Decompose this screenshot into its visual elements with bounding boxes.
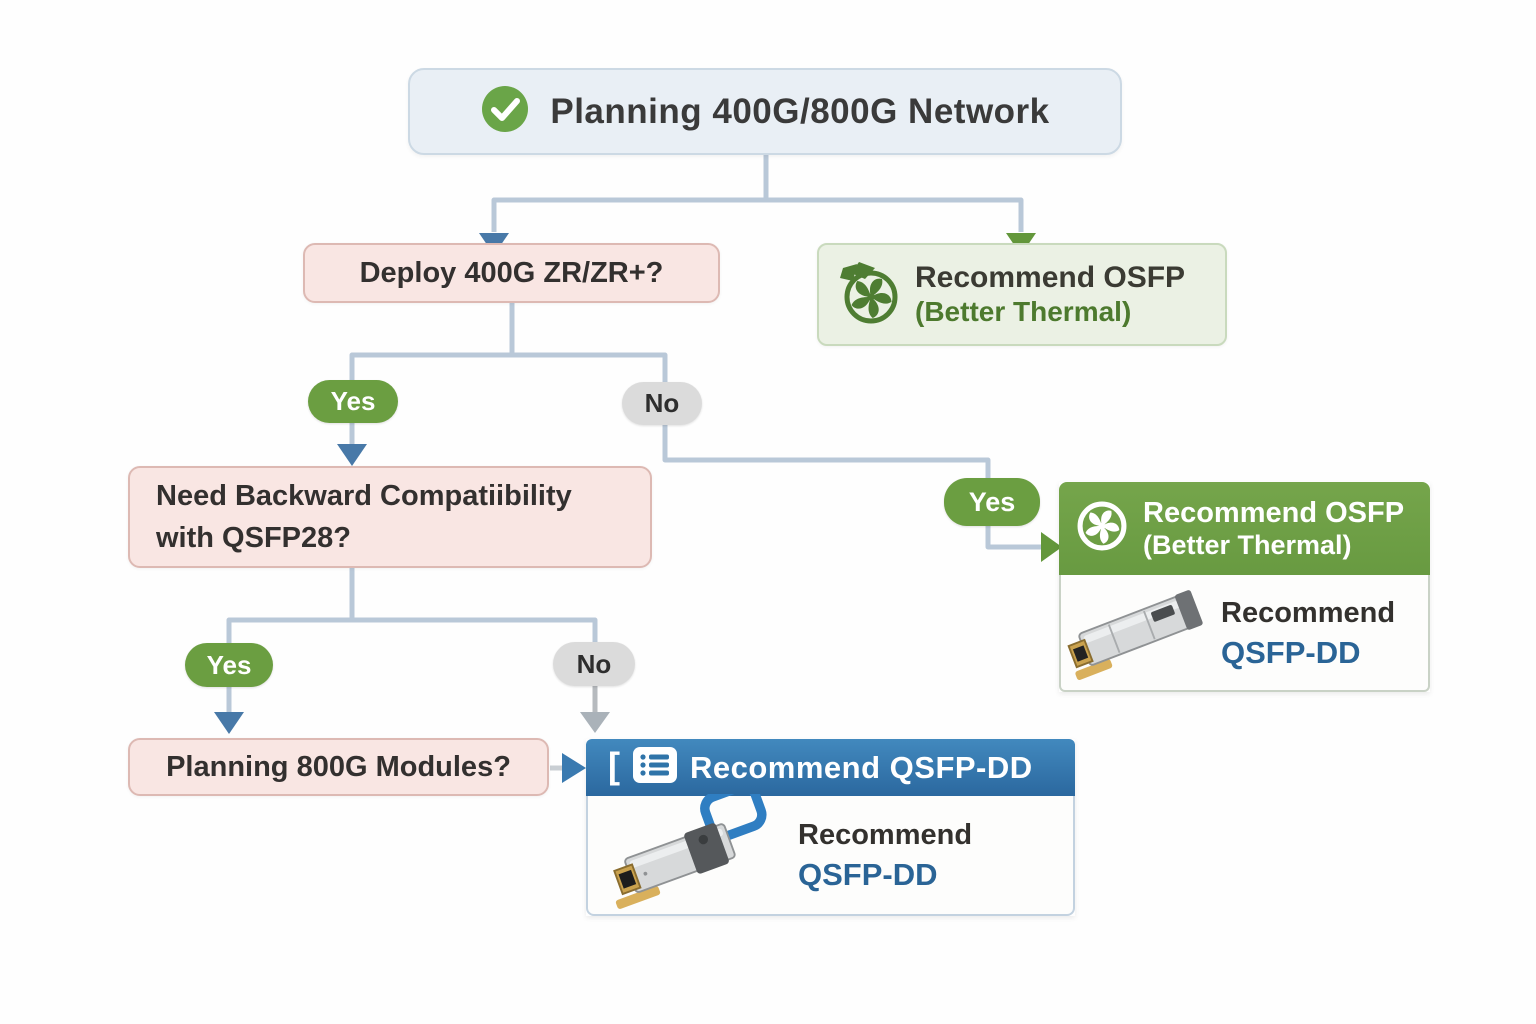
start-node-label: Planning 400G/800G Network [550, 91, 1050, 131]
branch-yes-pill: Yes [944, 478, 1040, 526]
product-name: QSFP-DD [798, 857, 938, 892]
connector-line [491, 197, 1024, 232]
result-card-osfp-body: Recommend QSFP-DD [1059, 575, 1430, 692]
branch-yes-pill: Yes [185, 643, 273, 687]
branch-yes-pill: Yes [308, 380, 398, 423]
question-deploy-zr: Deploy 400G ZR/ZR+? [303, 243, 720, 303]
fan-icon [1075, 499, 1129, 558]
question-backward-compatibility-label: Need Backward Compatiibility with QSFP28… [156, 480, 572, 554]
result-card-osfp: Recommend OSFP (Better Thermal) [1059, 482, 1430, 692]
result-card-qsfpdd-body: Recommend QSFP-DD [586, 781, 1075, 917]
result-card-osfp-title: Recommend OSFP [1143, 496, 1405, 529]
list-icon [632, 746, 678, 789]
question-800g-modules-label: Planning 800G Modules? [166, 750, 511, 783]
result-card-osfp-header: Recommend OSFP (Better Thermal) [1059, 482, 1430, 575]
connector-line [349, 352, 668, 392]
result-osfp-note-title: Recommend OSFP [915, 260, 1186, 294]
recommend-label: Recommend [798, 819, 973, 851]
check-circle-icon [480, 84, 530, 139]
start-node: Planning 400G/800G Network [408, 68, 1122, 155]
branch-no-pill: No [553, 642, 635, 686]
arrow-down-icon [337, 444, 367, 466]
connector-line [226, 617, 598, 652]
result-card-qsfpdd-header: [ Recommend QSFP-DD [586, 739, 1075, 796]
fan-ribbon-icon [837, 259, 901, 330]
question-800g-modules: Planning 800G Modules? [128, 738, 549, 796]
connector-line [662, 420, 1041, 550]
result-osfp-note: Recommend OSFP (Better Thermal) [817, 243, 1227, 346]
result-card-osfp-subtitle: (Better Thermal) [1143, 529, 1352, 560]
arrow-down-icon [580, 712, 610, 733]
branch-no-pill: No [622, 382, 702, 425]
arrow-right-icon [1041, 532, 1062, 562]
result-osfp-note-subtitle: (Better Thermal) [915, 295, 1132, 327]
question-backward-compatibility: Need Backward Compatiibility with QSFP28… [128, 466, 652, 568]
product-name: QSFP-DD [1221, 634, 1361, 670]
question-deploy-zr-label: Deploy 400G ZR/ZR+? [359, 256, 664, 289]
result-card-qsfpdd-title: Recommend QSFP-DD [690, 749, 1033, 785]
result-card-qsfpdd: [ Recommend QSFP-DD [586, 739, 1075, 916]
qsfp-dd-module-blue-tab-image [588, 781, 798, 917]
recommend-label: Recommend [1221, 596, 1396, 629]
qsfp-dd-module-image [1061, 574, 1221, 691]
arrow-down-icon [214, 712, 244, 734]
arrow-right-icon [562, 753, 586, 783]
bracket-glyph: [ [608, 744, 620, 786]
